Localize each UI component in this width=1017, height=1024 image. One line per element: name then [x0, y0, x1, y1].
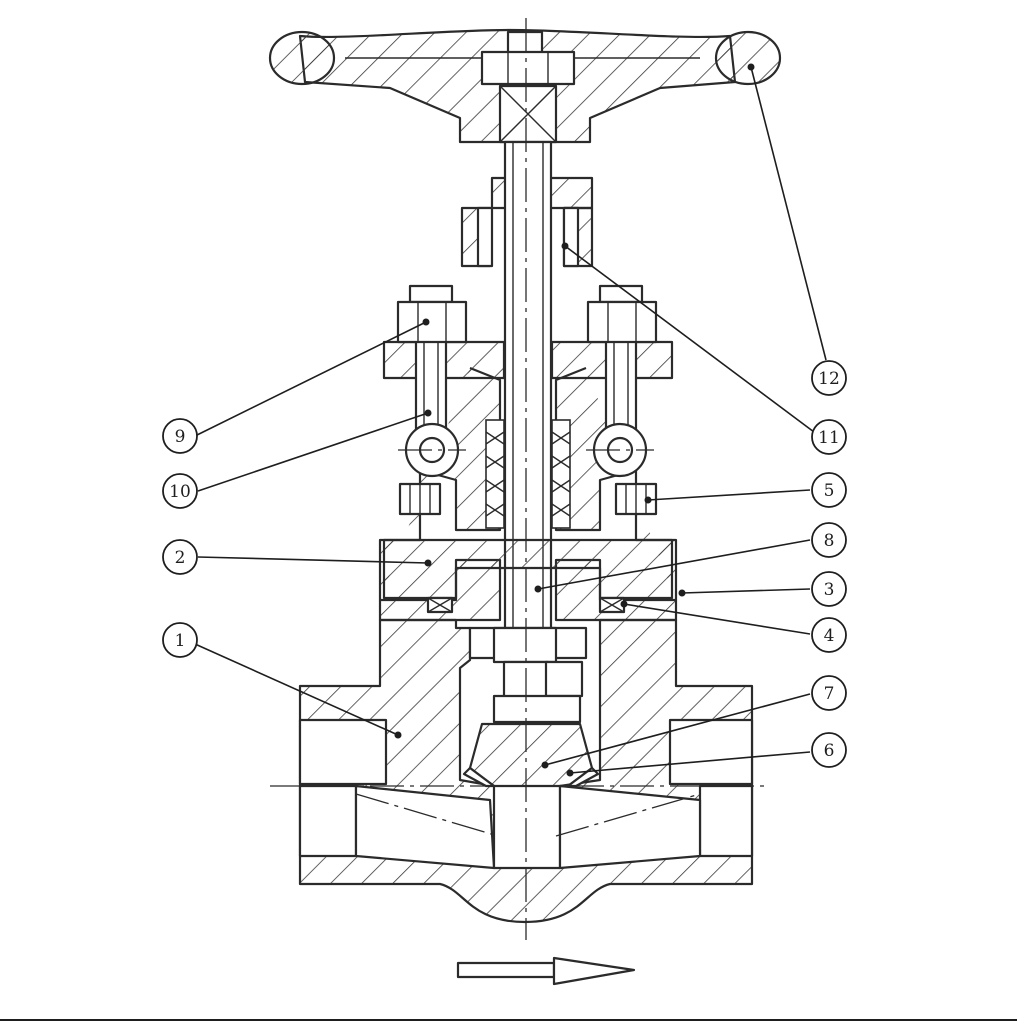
eyebolt-nut-left	[396, 284, 468, 344]
eyebolt-left	[398, 334, 466, 478]
valve-body	[298, 618, 754, 924]
center-lines	[270, 18, 770, 940]
callout-6-label: 6	[824, 741, 835, 761]
callout-7: 7	[811, 675, 847, 711]
callout-9: 9	[162, 418, 198, 454]
callout-8-label: 8	[824, 531, 835, 551]
callout-5: 5	[811, 472, 847, 508]
callout-8: 8	[811, 522, 847, 558]
callout-3-label: 3	[824, 580, 835, 600]
stem-square-drive	[498, 84, 558, 144]
eyebolt-pin-left	[398, 482, 442, 516]
valve-disc	[468, 626, 594, 788]
callout-1: 1	[162, 622, 198, 658]
eyebolt-right	[586, 334, 654, 478]
callout-3: 3	[811, 571, 847, 607]
bonnet-gasket	[426, 596, 626, 614]
callout-1-label: 1	[175, 631, 186, 651]
callout-12: 12	[811, 360, 847, 396]
callout-7-label: 7	[824, 684, 835, 704]
handwheel-nut	[480, 30, 576, 86]
callout-5-label: 5	[824, 481, 835, 501]
callout-leaders	[194, 63, 827, 777]
callout-10: 10	[162, 473, 198, 509]
callout-11-label: 11	[818, 428, 840, 448]
callout-11: 11	[811, 419, 847, 455]
callout-2: 2	[162, 539, 198, 575]
flow-direction-arrow	[456, 956, 636, 986]
callout-9-label: 9	[175, 427, 186, 447]
callout-6: 6	[811, 732, 847, 768]
stem-packing	[485, 419, 571, 529]
callout-10-label: 10	[169, 482, 191, 502]
callout-4: 4	[811, 617, 847, 653]
callout-4-label: 4	[824, 626, 835, 646]
callout-12-label: 12	[818, 369, 840, 389]
eyebolt-nut-right	[586, 284, 658, 344]
callout-2-label: 2	[175, 548, 186, 568]
bonnet-yoke	[378, 366, 678, 622]
